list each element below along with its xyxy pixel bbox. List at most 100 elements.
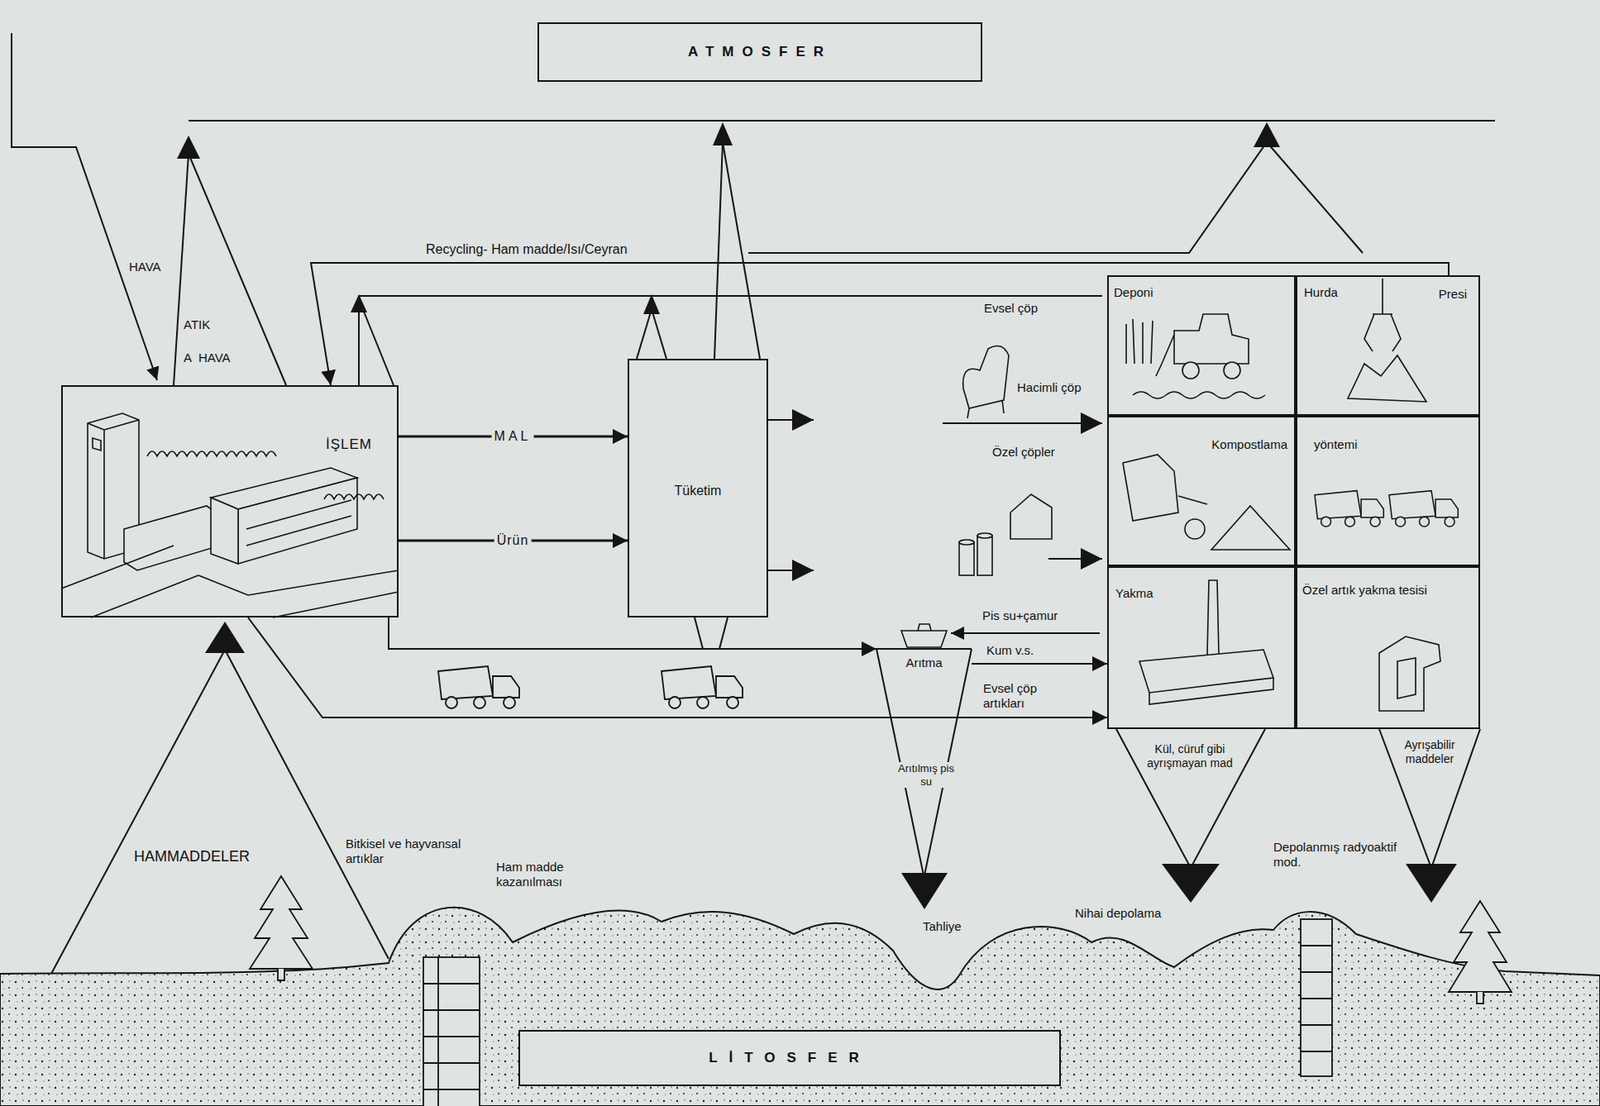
special-incineration-cell: Özel artık yakma tesisi (1295, 566, 1481, 730)
process-box: İŞLEM (61, 385, 399, 618)
facility-icons (1132, 391, 1266, 399)
waste-icons (661, 666, 743, 709)
annotation-label: Nihai depolama (1074, 906, 1161, 922)
flow-lines (1048, 558, 1103, 560)
flow-lines (11, 33, 158, 381)
boundary-box: LİTOSFER (518, 1030, 1061, 1087)
facility-icons (1178, 496, 1208, 505)
node-text: LİTOSFER (708, 1050, 871, 1067)
facility-icons (1122, 278, 1458, 712)
node-text: Kompostlama (1211, 437, 1288, 453)
flow-lines (11, 33, 1495, 975)
node-text: yöntemi (1313, 437, 1358, 453)
node-text: Yakma (1115, 586, 1154, 602)
facility-icons (1364, 278, 1401, 352)
arrowheads (205, 621, 245, 654)
annotation-label: Ayrışabilir maddeler (1383, 738, 1476, 767)
flow-lines (651, 309, 667, 359)
flow-lines (362, 307, 394, 386)
annotation-label: A (183, 350, 192, 366)
scrap-press-cell: Hurda Presi (1295, 275, 1481, 416)
method-cell: yöntemi (1295, 415, 1481, 567)
industry-illustration (92, 438, 101, 451)
compost-cell: Kompostlama (1107, 415, 1296, 567)
annotation-label: Özel çöpler (992, 444, 1056, 460)
flow-lines (768, 569, 814, 572)
flow-connector (248, 617, 1108, 718)
arrowheads (350, 294, 368, 313)
flow-connector (388, 617, 877, 650)
flow-label: Kum v.s. (983, 643, 1037, 659)
annotation-label: Tahliye (922, 919, 962, 935)
tree (277, 969, 285, 981)
node-text: Presi (1438, 286, 1467, 302)
annotation-label: Pis su+çamur (979, 608, 1061, 624)
mine-shaft (423, 957, 480, 1106)
industry-illustration (147, 451, 277, 457)
flow-lines (188, 153, 287, 386)
waste-icons (959, 539, 975, 545)
arrowheads (1161, 864, 1220, 903)
annotation-label: Bitkisel ve hayvansal artıklar (345, 836, 499, 867)
facility-icons (1184, 519, 1205, 540)
annotation-label: Arıtılmış pis su (893, 762, 959, 789)
landfill-cell: Deponi (1107, 275, 1296, 416)
arrowheads (176, 122, 1457, 910)
mine-shaft (423, 919, 1333, 1106)
facility-icons (1211, 506, 1290, 550)
mine-shaft (1300, 945, 1333, 1052)
tree (249, 876, 313, 970)
node-text: ATMOSFER (687, 43, 832, 61)
consumption-box: Tüketim (627, 358, 769, 618)
flow-lines (1266, 142, 1363, 254)
waste-icons (1010, 494, 1052, 540)
flow-lines (1116, 729, 1266, 869)
waste-icons (438, 345, 1052, 709)
annotation-label: Kül, cüruf gibi ayrışmayan mad (1143, 742, 1237, 771)
treatment-funnel: Arıtma (876, 627, 972, 880)
node-text: Tüketim (674, 482, 722, 499)
facility-icons (1389, 491, 1458, 527)
flow-lines (358, 295, 1103, 297)
annotation-label: Hacimli çöp (1017, 380, 1082, 396)
mine-shaft (423, 957, 480, 1106)
industry-illustration (324, 494, 384, 500)
flow-lines (694, 617, 703, 650)
flow-lines (722, 142, 760, 359)
tree (1448, 901, 1512, 993)
arrowheads (1253, 122, 1280, 148)
facility-icons (1174, 314, 1249, 364)
facility-icons (1139, 649, 1274, 693)
flow-label: Recycling- Ham madde/Isı/Ceyran (423, 241, 631, 258)
annotation-label: Depolanmış radyoaktif mod. (1273, 840, 1406, 870)
tree (249, 876, 1512, 1004)
ground (0, 907, 1600, 1106)
waste-icons (959, 542, 975, 576)
waste-icons (963, 345, 1009, 419)
flow-lines (358, 307, 360, 386)
industry-illustration (238, 477, 358, 564)
facility-icons (1347, 355, 1427, 402)
flow-lines (636, 309, 652, 359)
flow-lines (950, 632, 1100, 635)
waste-icons (977, 533, 993, 539)
flow-label: MAL (491, 428, 535, 445)
flow-lines (188, 119, 1495, 122)
facility-icons (1314, 491, 1384, 527)
facility-icons (1223, 362, 1241, 379)
mine-shaft (1300, 919, 1333, 1077)
annotation-label: HAMMADDELER (133, 848, 250, 867)
annotation-label: HAVA (128, 259, 162, 275)
node-text: Özel artık yakma tesisi (1302, 582, 1472, 598)
arrowheads (1405, 864, 1457, 903)
facility-icons (1155, 334, 1175, 377)
facility-icons (1207, 580, 1219, 655)
node-text: Hurda (1303, 285, 1338, 301)
facility-icons (1182, 362, 1199, 379)
industry-illustration (124, 506, 220, 571)
industry-illustration (61, 545, 399, 618)
facility-icons (1126, 319, 1153, 364)
